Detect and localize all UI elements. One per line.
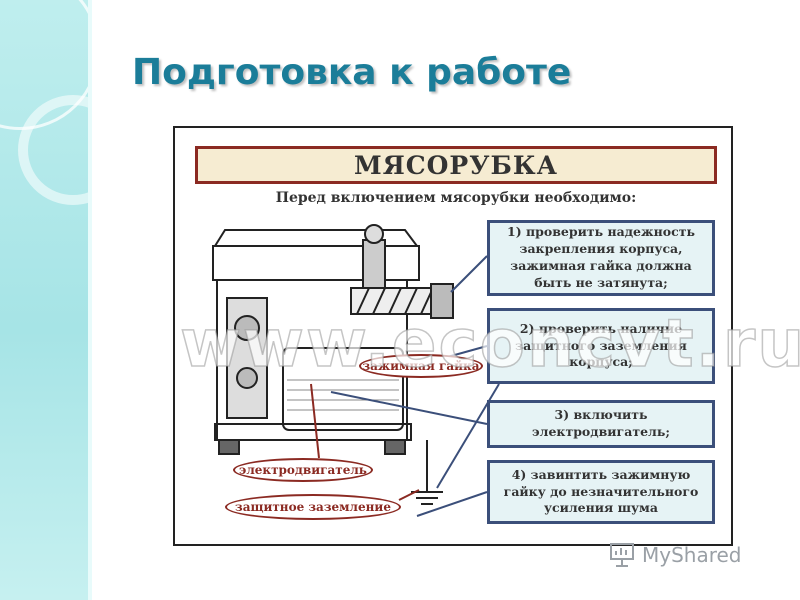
step-1-box: 1) проверить надежность закрепления корп… (487, 220, 715, 296)
meat-grinder-drawing (212, 224, 500, 517)
hopper-tray (213, 229, 419, 247)
connector-line (416, 491, 488, 517)
ground-symbol (411, 440, 443, 505)
step-2-box: 2) проверить наличие защитного заземлени… (487, 308, 715, 384)
callout-clamp-nut: зажимная гайка (359, 354, 483, 378)
step-3-text: 3) включить электродвигатель; (532, 407, 670, 439)
presentation-board-icon (610, 543, 634, 567)
connector-line (450, 255, 488, 293)
callout-ground: защитное заземление (225, 494, 401, 520)
motor-body (282, 347, 404, 431)
machine-base (214, 423, 412, 441)
step-4-box: 4) завинтить зажимную гайку до незначите… (487, 460, 715, 524)
gear (236, 367, 258, 389)
machine-top-body (212, 245, 420, 281)
auger-screw (356, 287, 434, 315)
brand-text: MyShared (642, 543, 742, 567)
figure-banner: МЯСОРУБКА (195, 146, 717, 184)
clamp-nut (430, 283, 454, 319)
callout-motor: электродвигатель (233, 458, 373, 482)
myshared-logo: MyShared (608, 540, 742, 570)
step-3-box: 3) включить электродвигатель; (487, 400, 715, 448)
meat-grinder-figure: МЯСОРУБКА Перед включением мясорубки нео… (173, 126, 733, 546)
step-4-text: 4) завинтить зажимную гайку до незначите… (503, 466, 699, 516)
step-1-text: 1) проверить надежность закрепления корп… (507, 224, 695, 290)
callout-pointer (310, 383, 320, 459)
gear (234, 315, 260, 341)
pusher-knob (364, 224, 384, 244)
machine-foot (218, 439, 240, 455)
slide-title: Подготовка к работе (132, 52, 572, 93)
connector-line (330, 391, 488, 425)
figure-intro: Перед включением мясорубки необходимо: (275, 190, 637, 206)
decorative-side-band (0, 0, 92, 600)
decorative-circle (18, 95, 92, 205)
step-2-text: 2) проверить наличие защитного заземлени… (515, 320, 687, 370)
machine-foot (384, 439, 406, 455)
band-edge (88, 0, 92, 600)
callout-pointer (398, 489, 420, 501)
